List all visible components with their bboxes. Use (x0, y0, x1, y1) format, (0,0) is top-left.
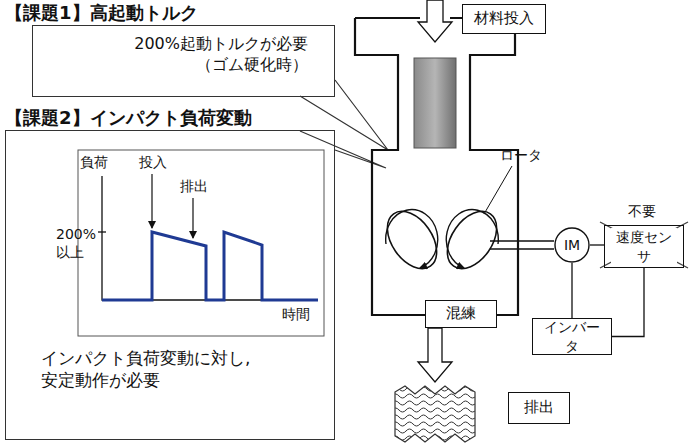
callout-box: 200%起動トルクが必要 （ゴム硬化時） (32, 25, 335, 97)
output-arrow (418, 328, 452, 382)
event-label: 排出 (180, 178, 208, 196)
sensor-box: 速度センサ (604, 225, 684, 268)
load-waveform (102, 232, 318, 300)
node-text: 速度センサ (611, 228, 677, 264)
event-arrow (151, 174, 152, 228)
chart-frame (78, 150, 324, 336)
level-label: 200% 以上 (56, 226, 98, 261)
rotor (437, 202, 506, 277)
motor-circle-shape (555, 228, 589, 262)
input-arrow (418, 0, 452, 42)
node-text: インバータ (539, 318, 605, 354)
wire (571, 263, 572, 318)
callout-box: インパクト負荷変動に対し, 安定動作が必要 (5, 130, 335, 440)
node-text: 排出 (524, 398, 554, 418)
output-box: 排出 (508, 392, 570, 424)
chart-axes (102, 176, 318, 300)
axis-label: 時間 (282, 306, 310, 324)
note-label: 不要 (628, 203, 656, 221)
hopper (355, 18, 518, 315)
level-tick (98, 231, 106, 232)
leader-line (484, 166, 512, 214)
part-label: ロータ (500, 147, 542, 165)
motor-circle: IM (554, 227, 590, 263)
callout-tail (300, 80, 388, 150)
input-box: 材料投入 (462, 4, 546, 34)
inverter-box: インバータ (532, 318, 612, 355)
rotation-arrow (446, 210, 498, 268)
rotation-arrow (386, 210, 438, 268)
node-text: 材料投入 (474, 9, 534, 29)
issue-heading: 【課題1】高起動トルク (5, 2, 198, 25)
shaft (490, 241, 554, 249)
node-text: IM (564, 236, 580, 254)
axis-label: 負荷 (80, 154, 108, 172)
rotor (377, 202, 446, 277)
event-label: 投入 (139, 154, 167, 172)
wire (612, 268, 644, 337)
issue-heading: 【課題2】インパクト負荷変動 (5, 107, 252, 130)
process-box: 混練 (425, 300, 497, 328)
wire (590, 244, 604, 245)
rubber-block (414, 58, 456, 148)
mixed-rubber (395, 386, 475, 442)
node-text: インパクト負荷変動に対し, 安定動作が必要 (41, 347, 266, 391)
node-text: 混練 (446, 304, 476, 324)
event-arrow (192, 198, 193, 238)
node-text: 200%起動トルクが必要 （ゴム硬化時） (128, 34, 308, 76)
cross-out (600, 222, 688, 268)
